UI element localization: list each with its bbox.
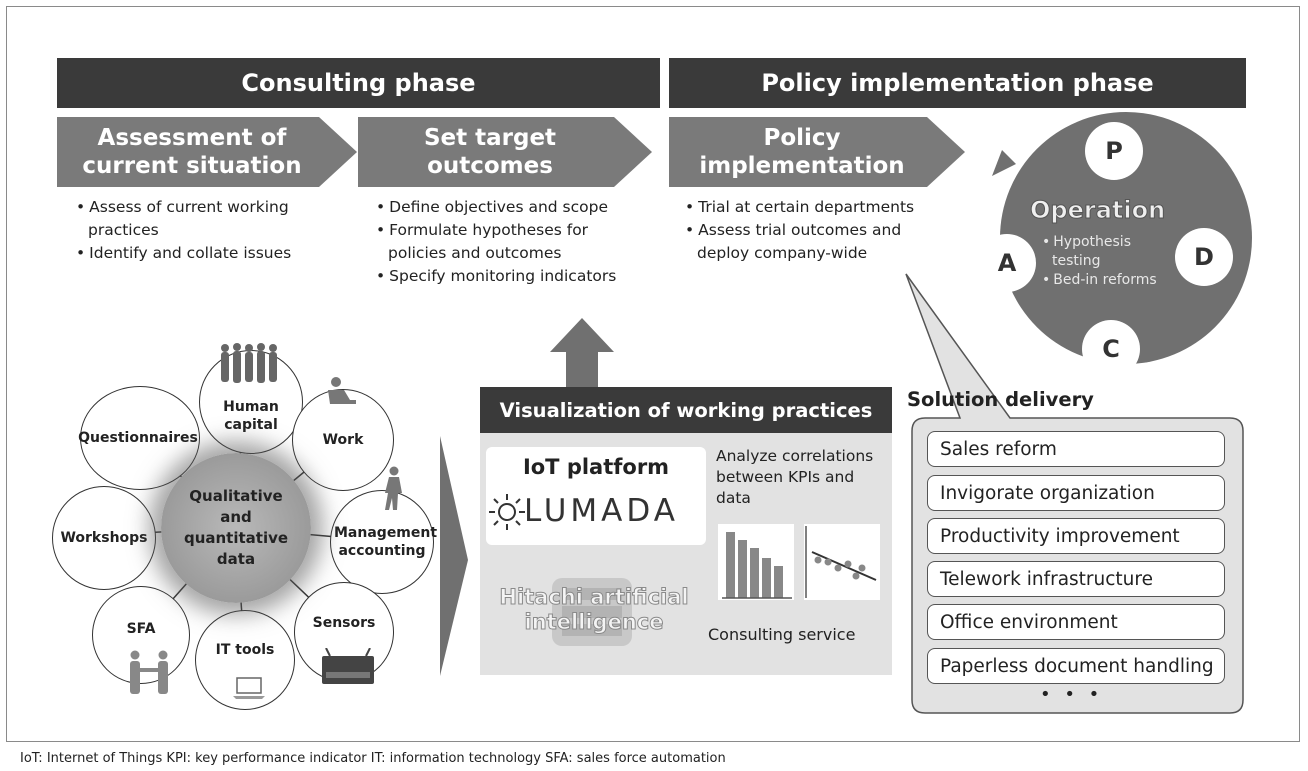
node-workshops: Workshops bbox=[52, 486, 156, 590]
consulting-service-label: Consulting service bbox=[708, 625, 856, 644]
bar-chart-icon bbox=[718, 524, 794, 600]
node-sfa: SFA bbox=[92, 586, 190, 684]
pdca-c: C bbox=[1082, 320, 1140, 378]
policy-bullets: Trial at certain departments Assess tria… bbox=[685, 196, 935, 265]
operation-bullets: Hypothesis testing Bed-in reforms bbox=[1042, 233, 1162, 290]
ai-server-icon bbox=[552, 578, 632, 646]
solution-more: • • • bbox=[1040, 684, 1104, 705]
up-arrow-icon bbox=[550, 318, 614, 388]
solution-item: Office environment bbox=[927, 604, 1225, 640]
operation-title: Operation bbox=[1029, 196, 1166, 225]
node-management-accounting: Management accounting bbox=[330, 490, 437, 594]
bullet: Hypothesis testing bbox=[1042, 233, 1162, 271]
scatter-plot-icon bbox=[804, 524, 880, 600]
pdca-a: A bbox=[978, 234, 1036, 292]
bullet: Specify monitoring indicators bbox=[376, 265, 646, 288]
target-bullets: Define objectives and scope Formulate hy… bbox=[376, 196, 646, 288]
solution-item: Invigorate organization bbox=[927, 475, 1225, 511]
right-arrow-icon bbox=[440, 436, 468, 676]
iot-platform-title: IoT platform bbox=[522, 455, 670, 479]
hitachi-ai-label: Hitachi artificial intelligence bbox=[499, 585, 689, 635]
analyze-text: Analyze correlations between KPIs and da… bbox=[716, 447, 874, 507]
node-work: Work bbox=[292, 389, 394, 491]
step-policy-implementation: Policy implementation bbox=[669, 117, 965, 187]
sun-icon bbox=[489, 494, 525, 530]
implementation-phase-banner: Policy implementation phase bbox=[669, 58, 1246, 108]
consulting-phase-banner: Consulting phase bbox=[57, 58, 660, 108]
assessment-bullets: Assess of current working practices Iden… bbox=[76, 196, 336, 265]
people-icon bbox=[221, 343, 277, 383]
pdca-p: P bbox=[1085, 122, 1143, 180]
iot-platform-box bbox=[486, 447, 706, 545]
bullet: Identify and collate issues bbox=[76, 242, 336, 265]
bullet: Trial at certain departments bbox=[685, 196, 935, 219]
solution-item: Productivity improvement bbox=[927, 518, 1225, 554]
step-assessment: Assessment of current situation bbox=[57, 117, 357, 187]
cycle-arrow-icon bbox=[992, 150, 1016, 176]
handshake-icon bbox=[130, 650, 168, 694]
desk-worker-icon bbox=[328, 377, 356, 404]
solution-item: Telework infrastructure bbox=[927, 561, 1225, 597]
walking-person-icon bbox=[385, 466, 402, 510]
lumada-logo: LUMADA bbox=[524, 493, 679, 529]
hub-center: Qualitative and quantitative data bbox=[161, 453, 311, 603]
pdca-d: D bbox=[1175, 228, 1233, 286]
bullet: Formulate hypotheses for policies and ou… bbox=[376, 219, 646, 265]
solution-item: Paperless document handling bbox=[927, 648, 1225, 684]
bullet: Assess trial outcomes and deploy company… bbox=[685, 219, 935, 265]
bullet: Assess of current working practices bbox=[76, 196, 336, 242]
laptop-icon bbox=[233, 677, 265, 699]
bullet: Define objectives and scope bbox=[376, 196, 646, 219]
bullet: Bed-in reforms bbox=[1042, 271, 1162, 290]
footnote: IoT: Internet of Things KPI: key perform… bbox=[20, 751, 726, 766]
diagram-frame bbox=[6, 6, 1300, 742]
node-questionnaires: Questionnaires bbox=[78, 386, 200, 490]
sensor-device-icon bbox=[322, 648, 374, 684]
step-target-outcomes: Set target outcomes bbox=[358, 117, 652, 187]
visualization-title: Visualization of working practices bbox=[480, 387, 892, 433]
solution-item: Sales reform bbox=[927, 431, 1225, 467]
solution-title: Solution delivery bbox=[907, 388, 1094, 411]
